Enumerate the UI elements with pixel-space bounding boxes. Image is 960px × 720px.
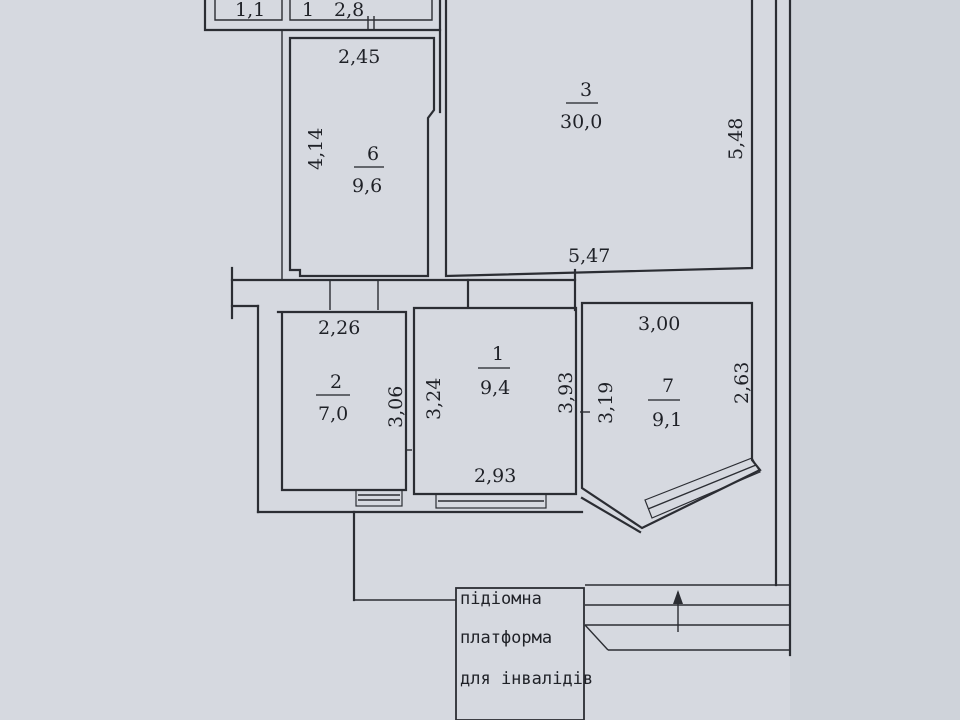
exterior-lines (352, 0, 792, 657)
paper-margin-shade (790, 0, 960, 720)
dim-r3-bottom: 5,47 (568, 245, 610, 267)
top-partial-rooms (203, 0, 442, 280)
room-6-walls (288, 28, 442, 278)
dim-r1-right: 3,93 (555, 372, 577, 414)
sign-line-3: для інвалідів (460, 669, 593, 689)
dim-r7-left: 3,19 (595, 382, 617, 424)
room-6-area: 9,6 (352, 175, 382, 197)
top-partial-label-c: 1 (302, 0, 314, 21)
dim-r3-side: 5,48 (725, 118, 747, 160)
room-1-area: 9,4 (480, 377, 510, 399)
corridor-walls (230, 266, 584, 514)
room-7-walls (580, 301, 762, 534)
platform-sign-box (455, 587, 585, 720)
room-3-number: 3 (580, 79, 592, 101)
dim-r7-top: 3,00 (638, 313, 680, 335)
dim-r1-left: 3,24 (423, 378, 445, 420)
dim-r7-right: 2,63 (731, 362, 753, 404)
dim-r2-side: 3,06 (385, 386, 407, 428)
room-2-number: 2 (330, 371, 342, 393)
sign-line-2: платформа (460, 628, 552, 648)
room-3-walls (444, 0, 778, 587)
opening-hatches (355, 457, 761, 519)
dim-r1-bottom: 2,93 (474, 465, 516, 487)
dim-r6-side: 4,14 (305, 128, 327, 170)
room-2-walls (276, 310, 412, 492)
dim-r2-top: 2,26 (318, 317, 360, 339)
room-1-number: 1 (492, 343, 504, 365)
top-partial-label-a: 1,1 (235, 0, 265, 21)
room-7-number: 7 (662, 375, 674, 397)
sign-line-1: підіомна (460, 589, 542, 609)
room-2-area: 7,0 (318, 403, 348, 425)
top-partial-label-b: 2,8 (334, 0, 364, 21)
room-3-area: 30,0 (560, 111, 602, 133)
dim-r6-top: 2,45 (338, 46, 380, 68)
room-6-number: 6 (367, 143, 379, 165)
room-7-area: 9,1 (652, 409, 682, 431)
